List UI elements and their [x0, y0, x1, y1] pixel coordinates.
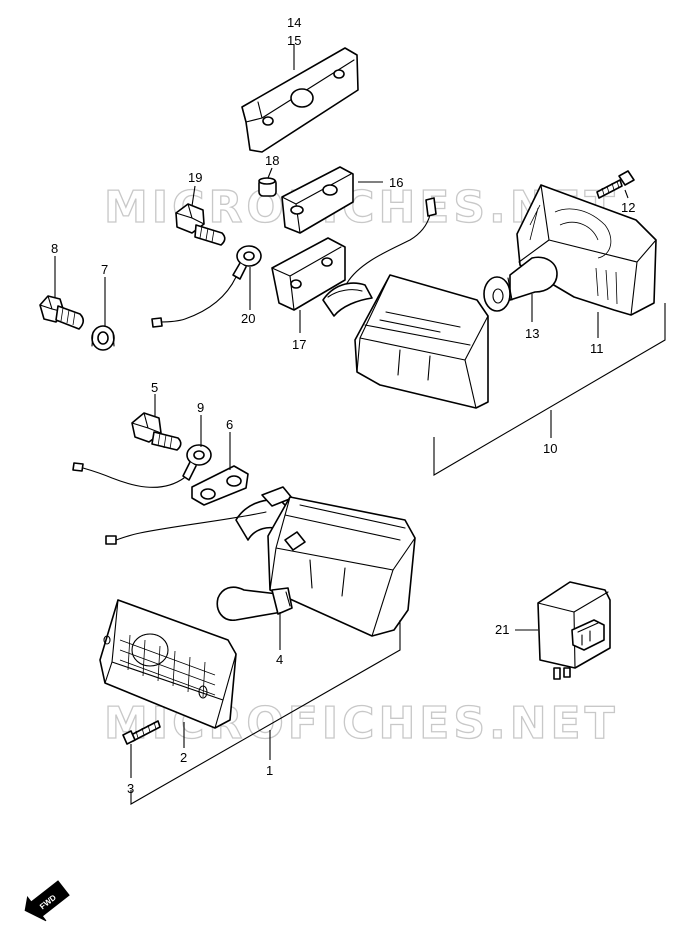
part-5-bolt[interactable]: [131, 412, 182, 451]
part-10-rear-turn-signal-assembly[interactable]: [322, 197, 489, 409]
callout-11: 11: [590, 341, 604, 356]
callout-6: 6: [226, 417, 233, 432]
callout-19: 19: [188, 170, 202, 185]
part-3-screw[interactable]: [122, 720, 161, 745]
part-2-lens[interactable]: [99, 599, 237, 729]
part-13-bulb[interactable]: [483, 256, 558, 312]
part-20-ground-wire[interactable]: [151, 245, 262, 328]
part-6-gasket[interactable]: [191, 465, 249, 506]
callout-3: 3: [127, 781, 134, 796]
part-8-screw[interactable]: [39, 295, 85, 330]
part-15-mounting-bracket[interactable]: [241, 47, 359, 153]
callout-labels: 14 15 18 16 19 12 8 7 20 13 17 11 5 9 6 …: [51, 15, 635, 796]
callout-17: 17: [292, 337, 306, 352]
callout-20: 20: [241, 311, 255, 326]
fwd-direction-arrow: FWD: [24, 880, 70, 922]
part-1-front-turn-signal-assembly[interactable]: [105, 486, 416, 637]
part-19-bolt[interactable]: [175, 203, 226, 246]
callout-8: 8: [51, 241, 58, 256]
callout-10: 10: [543, 441, 557, 456]
part-18-spacer[interactable]: [258, 177, 277, 197]
part-12-screw[interactable]: [596, 170, 635, 199]
part-17-lamp-stay[interactable]: [271, 237, 346, 311]
callout-4: 4: [276, 652, 283, 667]
callout-14: 14: [287, 15, 301, 30]
part-21-turn-signal-relay[interactable]: [537, 581, 611, 680]
part-4-bulb[interactable]: [216, 586, 293, 621]
callout-5: 5: [151, 380, 158, 395]
callout-13: 13: [525, 326, 539, 341]
callout-7: 7: [101, 262, 108, 277]
callout-15: 15: [287, 33, 301, 48]
callout-16: 16: [389, 175, 403, 190]
callout-18: 18: [265, 153, 279, 168]
callout-1: 1: [266, 763, 273, 778]
part-7-nut[interactable]: [91, 325, 115, 351]
callout-9: 9: [197, 400, 204, 415]
callout-21: 21: [495, 622, 509, 637]
callout-12: 12: [621, 200, 635, 215]
part-9-ground-wire[interactable]: [72, 444, 212, 488]
leader-lines: [54, 44, 666, 805]
part-16-rubber-cushion[interactable]: [281, 166, 354, 234]
callout-2: 2: [180, 750, 187, 765]
